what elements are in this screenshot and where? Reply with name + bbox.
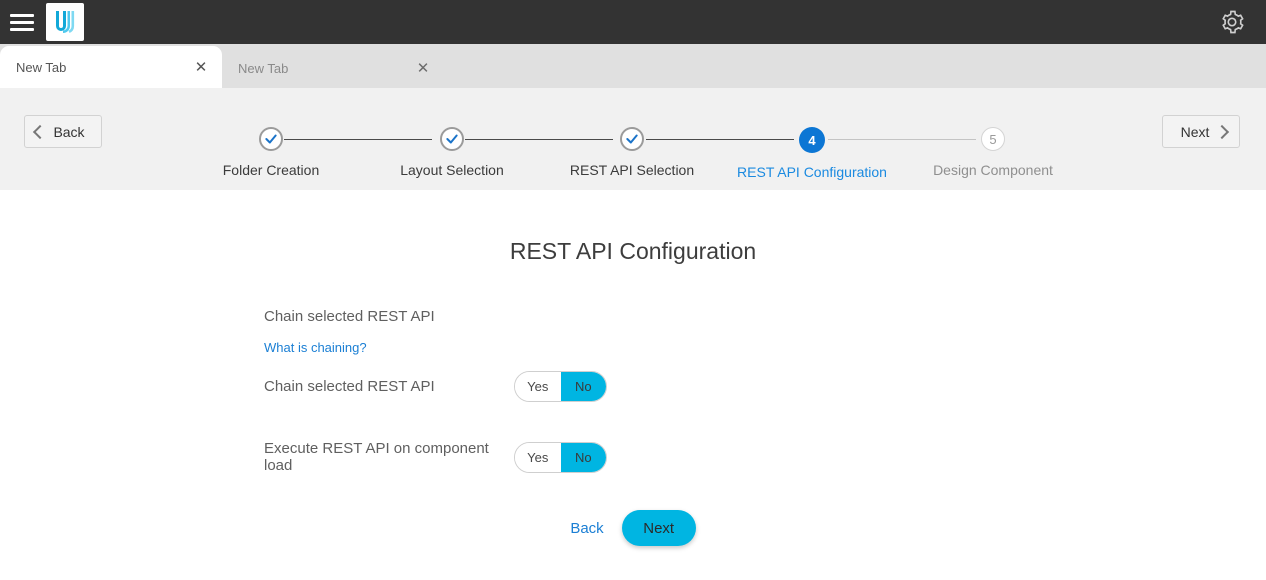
close-icon[interactable]: ✕ [194, 58, 208, 76]
toolbar-back-label: Back [53, 123, 85, 140]
hamburger-bar [10, 13, 34, 17]
toggle-execute-rest-api-on-load[interactable]: Yes No [514, 441, 607, 473]
stepper-step-design-component[interactable]: 5 Design Component [898, 127, 1088, 178]
tab-strip: New Tab ✕ New Tab ✕ [0, 44, 1266, 88]
gear-icon [1222, 10, 1244, 34]
stepper-connector [828, 139, 976, 140]
uj-logo-icon [56, 11, 75, 33]
field-label: Execute REST API on component load [264, 440, 489, 474]
toolbar-next-button[interactable]: Next [1162, 115, 1240, 148]
step-marker [620, 127, 644, 151]
field-row-execute-rest-api-on-component-load: Execute REST API on component load Yes N… [264, 440, 607, 474]
field-row-chain-selected-rest-api: Chain selected REST API Yes No [264, 371, 607, 402]
chain-section-heading: Chain selected REST API [264, 308, 435, 325]
step-marker [259, 127, 283, 151]
step-label: REST API Configuration [737, 164, 887, 180]
what-is-chaining-link[interactable]: What is chaining? [264, 340, 367, 355]
check-icon [265, 134, 277, 144]
field-label: Chain selected REST API [264, 378, 435, 395]
check-icon [626, 134, 638, 144]
toggle-option-no[interactable]: No [560, 442, 606, 472]
hamburger-bar [10, 20, 34, 24]
toolbar-next-label: Next [1180, 123, 1210, 140]
check-icon [446, 134, 458, 144]
hamburger-menu-icon[interactable] [0, 0, 44, 44]
stepper-connector [465, 139, 613, 140]
tab-label: New Tab [238, 60, 289, 76]
stepper-connector [284, 139, 432, 140]
tab-label: New Tab [16, 59, 67, 75]
settings-gear-icon[interactable] [1218, 8, 1246, 36]
footer-back-button[interactable]: Back [570, 519, 604, 537]
hamburger-bar [10, 27, 34, 31]
tab-new-tab-2[interactable]: New Tab ✕ [222, 48, 444, 88]
configuration-form: Chain selected REST API What is chaining… [264, 308, 607, 474]
step-marker [440, 127, 464, 151]
toolbar-back-button[interactable]: Back [24, 115, 102, 148]
step-label: Folder Creation [222, 162, 320, 178]
toggle-option-yes[interactable]: Yes [515, 372, 561, 401]
page-title: REST API Configuration [509, 238, 757, 264]
stepper: Folder Creation Layout Selection REST AP… [0, 88, 1266, 190]
close-icon[interactable]: ✕ [416, 59, 430, 77]
toggle-option-no[interactable]: No [560, 372, 606, 401]
toggle-option-yes[interactable]: Yes [515, 442, 561, 472]
form-footer: Back Next [0, 510, 1266, 546]
footer-next-button[interactable]: Next [621, 510, 696, 546]
stepper-step-layout-selection[interactable]: Layout Selection [357, 127, 547, 178]
stepper-step-rest-api-configuration[interactable]: 4 REST API Configuration [717, 127, 907, 180]
main-content: REST API Configuration Chain selected RE… [0, 190, 1266, 580]
stepper-step-rest-api-selection[interactable]: REST API Selection [537, 127, 727, 178]
step-marker: 5 [981, 127, 1005, 151]
tab-new-tab-1[interactable]: New Tab ✕ [0, 46, 222, 88]
step-label: REST API Selection [569, 162, 695, 178]
step-label: Layout Selection [400, 162, 504, 178]
stepper-step-folder-creation[interactable]: Folder Creation [176, 127, 366, 178]
step-marker: 4 [799, 127, 825, 153]
stepper-connector [646, 139, 794, 140]
app-logo[interactable] [46, 3, 84, 41]
toggle-chain-selected-rest-api[interactable]: Yes No [514, 371, 607, 402]
top-bar [0, 0, 1266, 44]
step-label: Design Component [933, 162, 1053, 178]
